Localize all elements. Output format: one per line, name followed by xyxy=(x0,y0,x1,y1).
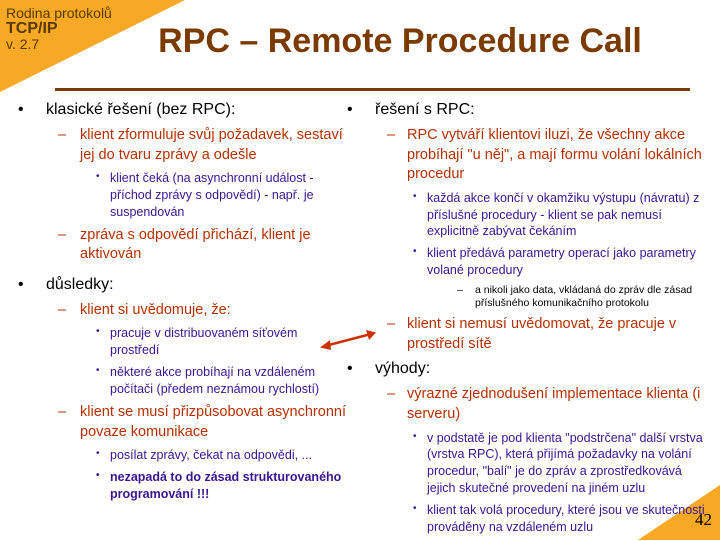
detail-remote-actions: některé akce probíhají na vzdáleném počí… xyxy=(14,364,349,398)
title-underline xyxy=(55,88,690,91)
double-arrow-icon xyxy=(320,330,376,350)
sub-bullet-client-aware: klient si uvědomuje, že: xyxy=(14,301,349,321)
sub-bullet-not-aware-network: klient si nemusí uvědomovat, že pracuje … xyxy=(343,315,708,354)
detail-client-waits: klient čeká (na asynchronní událost - př… xyxy=(14,170,349,221)
detail-action-ends: každá akce končí v okamžiku výstupu (náv… xyxy=(343,190,708,241)
detail-params-passed: klient předává parametry operací jako pa… xyxy=(343,245,708,279)
bullet-consequences: důsledky: xyxy=(14,275,349,295)
sub-bullet-rpc-illusion: RPC vytváří klientovi iluzi, že všechny … xyxy=(343,126,708,185)
left-column: klasické řešení (bez RPC): klient zformu… xyxy=(14,100,349,508)
bullet-advantages: výhody: xyxy=(343,359,708,379)
detail-remote-procedures: klient tak volá procedury, které jsou ve… xyxy=(343,502,708,536)
sub-bullet-reply-arrives: zpráva s odpovědí přichází, klient je ak… xyxy=(14,226,349,265)
course-label-line2: TCP/IP xyxy=(6,19,58,37)
right-column: řešení s RPC: RPC vytváří klientovi iluz… xyxy=(343,100,708,541)
bullet-classic-solution: klasické řešení (bez RPC): xyxy=(14,100,349,120)
bullet-rpc-solution: řešení s RPC: xyxy=(343,100,708,120)
detail-send-wait: posílat zprávy, čekat na odpovědi, ... xyxy=(14,447,349,464)
page-number: 42 xyxy=(695,510,712,529)
sub-bullet-simplification: výrazné zjednodušení implementace klient… xyxy=(343,385,708,424)
detail-rpc-layer: v podstatě je pod klienta "podstrčena" d… xyxy=(343,430,708,498)
detail-distributed-env: pracuje v distribuovaném síťovém prostře… xyxy=(14,325,349,359)
corner-decoration-top-left xyxy=(0,0,185,92)
course-label-line1: Rodina protokolů xyxy=(6,5,112,21)
detail-not-structured: nezapadá to do zásad strukturovaného pro… xyxy=(14,469,349,503)
note-not-as-data: a nikoli jako data, vkládaná do zpráv dl… xyxy=(343,284,708,310)
sub-bullet-async-adapt: klient se musí přizpůsobovat asynchronní… xyxy=(14,403,349,442)
sub-bullet-client-formulates: klient zformuluje svůj požadavek, sestav… xyxy=(14,126,349,165)
course-label: Rodina protokolů TCP/IP v. 2.7 xyxy=(6,6,112,52)
course-label-version: v. 2.7 xyxy=(6,36,40,53)
slide-title: RPC – Remote Procedure Call xyxy=(158,22,642,60)
